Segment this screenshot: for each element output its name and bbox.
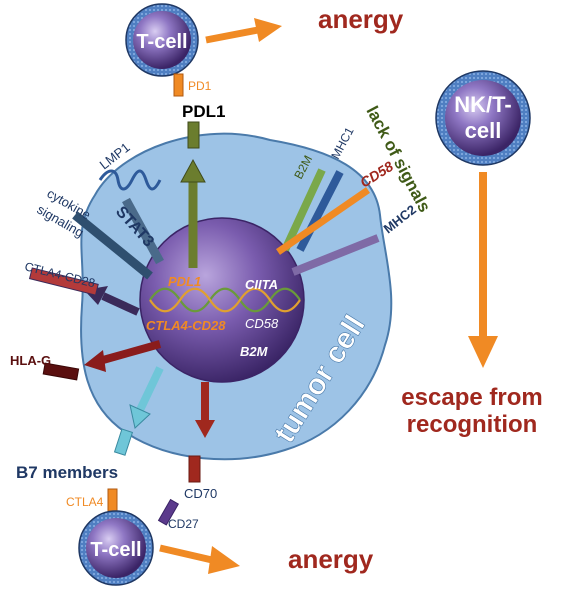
b7-arrow-head [129, 404, 151, 429]
cd70-arrow-head [195, 420, 215, 438]
nucleus-pdl1-label: PDL1 [168, 274, 201, 289]
tumor-nucleus [139, 217, 305, 383]
pdl1-arrow-head [180, 158, 206, 183]
nkt-cell-core [445, 80, 521, 156]
pd1-label: PD1 [188, 79, 212, 93]
mhc1-bar [296, 170, 344, 252]
anergy-bottom-label: anergy [288, 544, 374, 574]
anergy-top-arrow-head [254, 18, 282, 42]
pdl1-surface-label: PDL1 [182, 102, 225, 121]
tcell-bottom-core [86, 518, 146, 578]
ctla4-cd28-surface-marker [28, 267, 99, 296]
cd70-surface-marker [188, 455, 201, 483]
cd58-surface-label: CD58 [357, 158, 396, 191]
hla-g-arrow-head [84, 350, 106, 372]
pdl1-surface-marker [187, 121, 200, 149]
anergy-bottom-arrow-shaft [159, 544, 213, 564]
dna-strand-orange [149, 287, 301, 313]
cd27-label: CD27 [168, 517, 199, 531]
b7-members-label: B7 members [16, 463, 118, 482]
anergy-top-arrow-shaft [205, 26, 259, 44]
b2m-bar [281, 168, 326, 252]
hla-g-surface-marker [42, 362, 80, 381]
nkt-cell-label-line1: NK/T- [454, 92, 511, 117]
cd70-label: CD70 [184, 486, 217, 501]
stat3-signal-bar [122, 197, 164, 265]
dna-strand-green [149, 287, 301, 313]
b7-arrow-shaft [136, 366, 164, 412]
escape-label-line2: recognition [407, 411, 538, 438]
tcell-top-core [133, 11, 191, 69]
mhc2-bar [291, 234, 380, 276]
cd58-bar [276, 187, 370, 255]
escape-label-line1: escape from [401, 384, 542, 411]
anergy-top-label: anergy [318, 4, 404, 34]
nkt-cell-label-line2: cell [465, 118, 502, 143]
ctla4-cd28-arrow-shaft [101, 292, 140, 316]
pd1-receptor-stalk [173, 73, 184, 97]
nucleus-cd58-label: CD58 [245, 316, 279, 331]
b7-surface-marker [113, 428, 134, 456]
mhc1-label: MHC1 [328, 125, 356, 162]
mhc2-label: MHC2 [381, 202, 419, 237]
hla-g-arrow-shaft [101, 340, 162, 364]
hla-g-label: HLA-G [10, 353, 51, 368]
cytokine-signal-bar [72, 211, 153, 280]
lmp1-transmembrane-coil [98, 169, 162, 191]
tcell-top-label: T-cell [136, 31, 187, 53]
nucleus-ciita-label: CIITA [245, 277, 278, 292]
anergy-bottom-arrow-head [208, 546, 240, 574]
nucleus-b2m-label: B2M [240, 344, 269, 359]
cd27-receptor-stalk [157, 498, 180, 526]
ctla4-receptor-label: CTLA4 [66, 495, 104, 509]
nucleus-ctla4-cd28-label: CTLA4-CD28 [146, 318, 226, 333]
ctla4-receptor-stalk [107, 488, 118, 512]
escape-arrow-head [468, 336, 498, 368]
tcell-bottom-label: T-cell [90, 539, 141, 561]
